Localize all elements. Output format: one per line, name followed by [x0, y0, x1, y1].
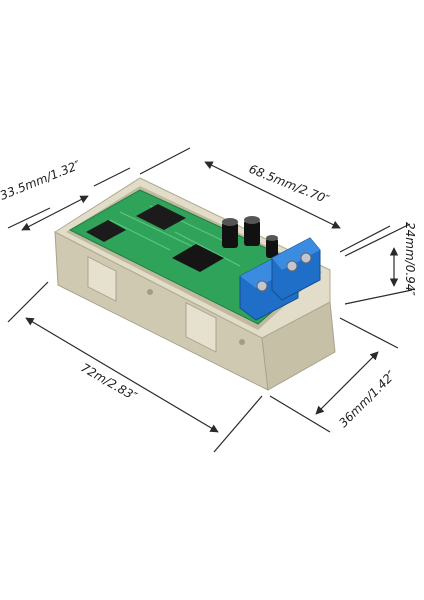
ic-chip-main: [172, 244, 224, 272]
dimension-lines: [7, 147, 413, 453]
dimension-label-depth: 33.5mm/1.32″: [0, 158, 83, 203]
case-clip: [87, 256, 117, 302]
capacitor: [244, 216, 260, 246]
capacitor: [266, 235, 278, 258]
terminal-block: [271, 237, 321, 301]
ic-chip-small: [86, 220, 126, 242]
ic-chip: [136, 204, 186, 230]
capacitor: [222, 218, 238, 248]
dimension-label-length-top: 68.5mm/2.70″: [247, 162, 332, 207]
dimension-label-height: 24mm/0.94″: [403, 222, 417, 296]
dimension-label-width-bottom: 36mm/1.42″: [336, 368, 399, 431]
